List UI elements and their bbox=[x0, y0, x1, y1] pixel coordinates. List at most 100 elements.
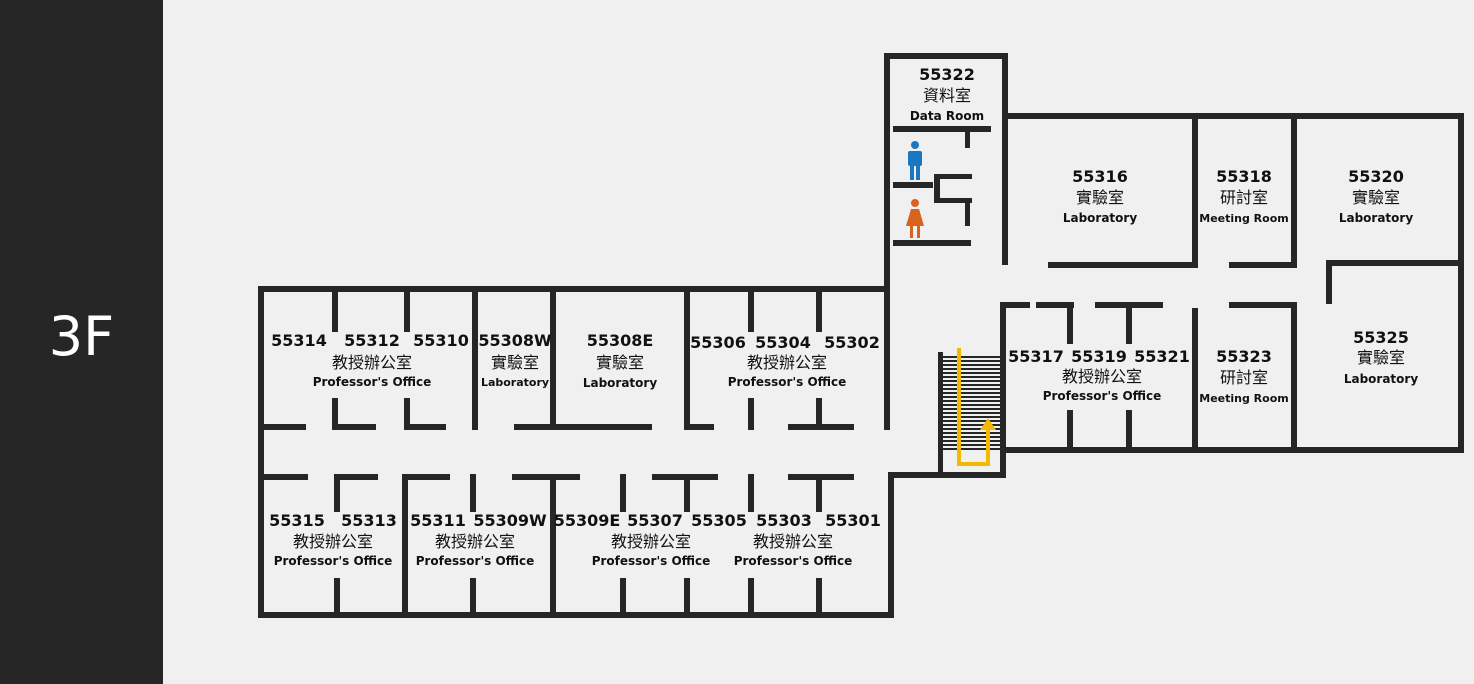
stairs-arrow-icon bbox=[957, 348, 996, 466]
svg-text:Laboratory: Laboratory bbox=[1344, 372, 1418, 386]
svg-text:55315: 55315 bbox=[269, 511, 325, 530]
svg-text:55319: 55319 bbox=[1071, 347, 1127, 366]
floor-sidebar: 3F bbox=[0, 0, 163, 684]
room-55303-55301-label: 55303 55301 教授辦公室 Professor's Office bbox=[734, 511, 881, 568]
room-55317-55321-label: 55317 55319 55321 教授辦公室 Professor's Offi… bbox=[1008, 347, 1190, 403]
stair-tread bbox=[943, 396, 1000, 398]
svg-text:教授辦公室: 教授辦公室 bbox=[1062, 367, 1142, 386]
stair-tread bbox=[943, 408, 1000, 410]
svg-text:55312: 55312 bbox=[344, 331, 400, 350]
svg-text:55323: 55323 bbox=[1216, 347, 1272, 366]
stair-tread bbox=[943, 444, 1000, 446]
svg-text:55304: 55304 bbox=[755, 333, 811, 352]
stair-tread bbox=[943, 376, 1000, 378]
svg-text:Professor's Office: Professor's Office bbox=[1043, 389, 1162, 403]
svg-text:教授辦公室: 教授辦公室 bbox=[753, 532, 833, 551]
svg-text:55322: 55322 bbox=[919, 65, 975, 84]
stair-tread bbox=[943, 364, 1000, 366]
room-55320-label: 55320 實驗室 Laboratory bbox=[1339, 167, 1413, 225]
floor-label: 3F bbox=[48, 305, 115, 368]
room-55306-55302-label: 55306 55304 55302 教授辦公室 Professor's Offi… bbox=[690, 333, 880, 389]
room-55308E-label: 55308E 實驗室 Laboratory bbox=[583, 331, 657, 390]
svg-text:Laboratory: Laboratory bbox=[1063, 211, 1137, 225]
stair-tread bbox=[943, 448, 1000, 450]
stairs bbox=[943, 356, 1000, 450]
female-restroom-icon bbox=[906, 199, 924, 238]
stair-tread bbox=[943, 372, 1000, 374]
stair-tread bbox=[943, 436, 1000, 438]
walls bbox=[258, 53, 1464, 618]
svg-text:Professor's Office: Professor's Office bbox=[416, 554, 535, 568]
svg-text:55309W: 55309W bbox=[473, 511, 547, 530]
svg-text:55325: 55325 bbox=[1353, 328, 1409, 347]
svg-text:教授辦公室: 教授辦公室 bbox=[293, 532, 373, 551]
stair-tread bbox=[943, 368, 1000, 370]
svg-text:實驗室: 實驗室 bbox=[491, 353, 539, 372]
room-55311-55309W-label: 55311 55309W 教授辦公室 Professor's Office bbox=[410, 511, 547, 568]
room-55322-label: 55322 資料室 Data Room bbox=[910, 65, 984, 123]
svg-text:55302: 55302 bbox=[824, 333, 880, 352]
room-55308W-label: 55308W 實驗室 Laboratory bbox=[478, 331, 552, 389]
svg-text:55317: 55317 bbox=[1008, 347, 1064, 366]
svg-text:Laboratory: Laboratory bbox=[583, 376, 657, 390]
svg-text:教授辦公室: 教授辦公室 bbox=[435, 532, 515, 551]
svg-text:55309E: 55309E bbox=[554, 511, 621, 530]
stair-tread bbox=[943, 428, 1000, 430]
svg-text:教授辦公室: 教授辦公室 bbox=[611, 532, 691, 551]
svg-text:研討室: 研討室 bbox=[1220, 368, 1268, 387]
stair-tread bbox=[943, 384, 1000, 386]
stair-tread bbox=[943, 400, 1000, 402]
svg-text:研討室: 研討室 bbox=[1220, 188, 1268, 207]
stair-tread bbox=[943, 420, 1000, 422]
room-55325-label: 55325 實驗室 Laboratory bbox=[1344, 328, 1418, 386]
room-55323-label: 55323 研討室 Meeting Room bbox=[1199, 347, 1288, 405]
svg-text:55316: 55316 bbox=[1072, 167, 1128, 186]
stair-tread bbox=[943, 356, 1000, 358]
svg-text:Meeting Room: Meeting Room bbox=[1199, 212, 1288, 225]
svg-text:Professor's Office: Professor's Office bbox=[313, 375, 432, 389]
svg-text:55313: 55313 bbox=[341, 511, 397, 530]
svg-text:Meeting Room: Meeting Room bbox=[1199, 392, 1288, 405]
stair-tread bbox=[943, 380, 1000, 382]
male-restroom-icon bbox=[908, 141, 922, 180]
svg-text:55320: 55320 bbox=[1348, 167, 1404, 186]
svg-text:55310: 55310 bbox=[413, 331, 469, 350]
svg-text:Professor's Office: Professor's Office bbox=[274, 554, 393, 568]
room-55318-label: 55318 研討室 Meeting Room bbox=[1199, 167, 1288, 225]
stair-tread bbox=[943, 432, 1000, 434]
svg-text:55321: 55321 bbox=[1134, 347, 1190, 366]
svg-text:Professor's Office: Professor's Office bbox=[728, 375, 847, 389]
svg-text:教授辦公室: 教授辦公室 bbox=[332, 353, 412, 372]
svg-text:資料室: 資料室 bbox=[923, 86, 971, 105]
svg-text:55318: 55318 bbox=[1216, 167, 1272, 186]
svg-text:Laboratory: Laboratory bbox=[1339, 211, 1413, 225]
stair-tread bbox=[943, 416, 1000, 418]
svg-text:實驗室: 實驗室 bbox=[596, 353, 644, 372]
svg-text:55305: 55305 bbox=[691, 511, 747, 530]
svg-text:實驗室: 實驗室 bbox=[1352, 188, 1400, 207]
svg-text:Professor's Office: Professor's Office bbox=[592, 554, 711, 568]
room-55309E-55305-label: 55309E 55307 55305 教授辦公室 Professor's Off… bbox=[554, 511, 747, 568]
stair-tread bbox=[943, 404, 1000, 406]
svg-text:55308E: 55308E bbox=[587, 331, 654, 350]
stair-tread bbox=[943, 412, 1000, 414]
svg-text:實驗室: 實驗室 bbox=[1357, 348, 1405, 367]
room-55315-55313-label: 55315 55313 教授辦公室 Professor's Office bbox=[269, 511, 397, 568]
stair-tread bbox=[943, 424, 1000, 426]
svg-text:教授辦公室: 教授辦公室 bbox=[747, 353, 827, 372]
svg-text:55303: 55303 bbox=[756, 511, 812, 530]
svg-text:55311: 55311 bbox=[410, 511, 466, 530]
stair-tread bbox=[943, 360, 1000, 362]
room-55314-55310-label: 55314 55312 55310 教授辦公室 Professor's Offi… bbox=[271, 331, 469, 389]
svg-text:55308W: 55308W bbox=[478, 331, 552, 350]
stair-tread bbox=[943, 388, 1000, 390]
svg-text:55314: 55314 bbox=[271, 331, 327, 350]
svg-text:實驗室: 實驗室 bbox=[1076, 188, 1124, 207]
svg-text:Professor's Office: Professor's Office bbox=[734, 554, 853, 568]
svg-text:55307: 55307 bbox=[627, 511, 683, 530]
svg-text:Data Room: Data Room bbox=[910, 109, 984, 123]
svg-text:55306: 55306 bbox=[690, 333, 746, 352]
room-55316-label: 55316 實驗室 Laboratory bbox=[1063, 167, 1137, 225]
stair-tread bbox=[943, 440, 1000, 442]
